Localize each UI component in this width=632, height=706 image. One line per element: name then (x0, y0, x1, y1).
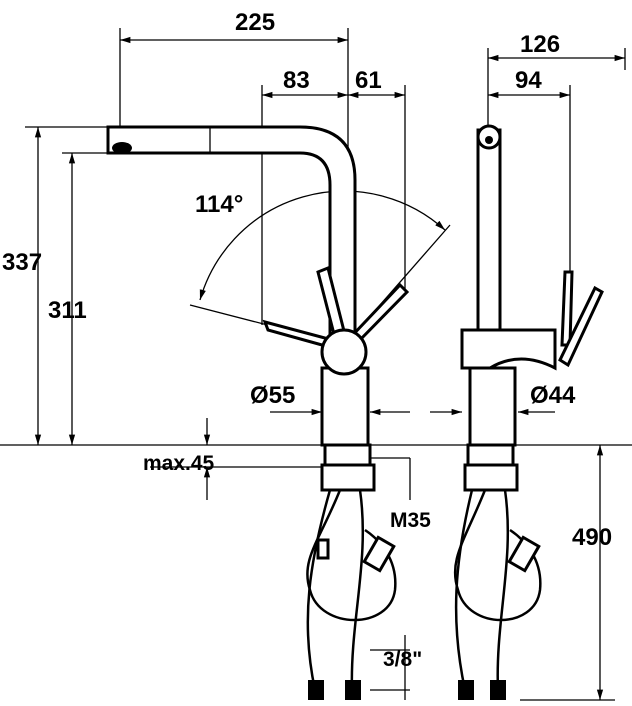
label-side-handle: 94 (515, 67, 542, 94)
label-total-height: 337 (2, 249, 42, 276)
label-swivel-angle: 114° (195, 191, 243, 218)
label-body-diameter-side: Ø44 (530, 382, 576, 409)
faucet-front-view (106, 125, 410, 700)
label-handle-back: 61 (355, 67, 382, 94)
label-thread: M35 (390, 509, 431, 532)
label-max-thickness: max.45 (143, 452, 215, 475)
label-handle-front: 83 (283, 67, 310, 94)
label-hose-length: 490 (572, 524, 612, 551)
label-spout-height: 311 (48, 297, 87, 324)
label-spout-reach: 225 (235, 9, 275, 36)
label-side-depth: 126 (520, 31, 560, 58)
label-body-diameter: Ø55 (250, 382, 295, 409)
faucet-side-view (453, 124, 604, 700)
label-connection: 3/8" (383, 648, 422, 671)
